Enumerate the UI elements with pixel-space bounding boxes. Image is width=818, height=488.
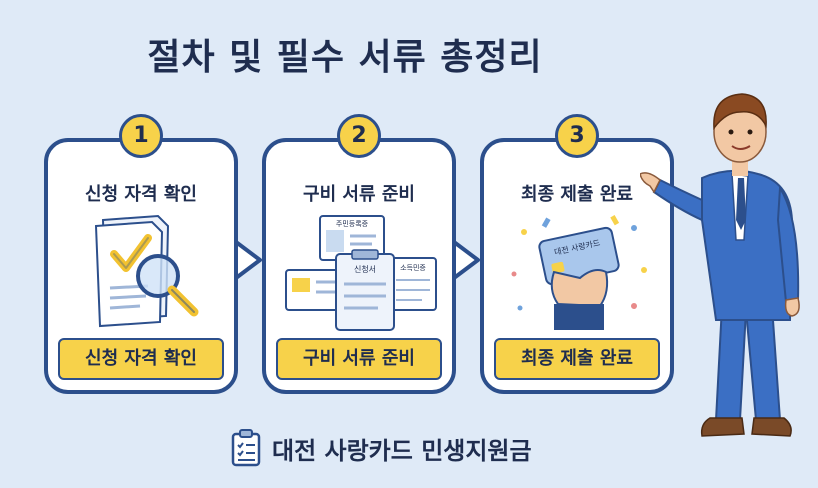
hand-card-icon: 대전 사랑카드 [511, 215, 647, 330]
step-label: 최종 제출 완료 [494, 338, 660, 380]
step-number-badge-3: 3 [555, 114, 599, 158]
step-card-2: 구비 서류 준비 주민등록증 소득민증 신청서 구비 서류 준비 [262, 138, 456, 394]
step-number-badge-1: 1 [119, 114, 163, 158]
bottom-title: 대전 사랑카드 민생지원금 [272, 436, 532, 465]
businessman-illustration [640, 93, 800, 437]
documents-icon: 주민등록증 소득민증 신청서 [285, 215, 437, 331]
clipboard-icon [231, 429, 261, 467]
income-doc-label: 소득민증 [400, 263, 426, 272]
chevron-right-icon [234, 240, 262, 280]
step-label: 신청 자격 확인 [58, 338, 224, 380]
document-check-icon [94, 214, 199, 328]
step-heading: 구비 서류 준비 [303, 184, 415, 205]
step-heading: 신청 자격 확인 [85, 184, 197, 205]
application-form-label: 신청서 [354, 265, 376, 274]
bottom-label: 대전 사랑카드 민생지원금 [230, 428, 532, 468]
step-label: 구비 서류 준비 [276, 338, 442, 380]
page-title: 절차 및 필수 서류 총정리 [147, 37, 543, 78]
step-card-1: 신청 자격 확인 신청 자격 확인 [44, 138, 238, 394]
chevron-right-icon [452, 240, 480, 280]
step-heading: 최종 제출 완료 [521, 184, 633, 205]
id-card-label: 주민등록증 [336, 219, 369, 228]
step-number-badge-2: 2 [337, 114, 381, 158]
